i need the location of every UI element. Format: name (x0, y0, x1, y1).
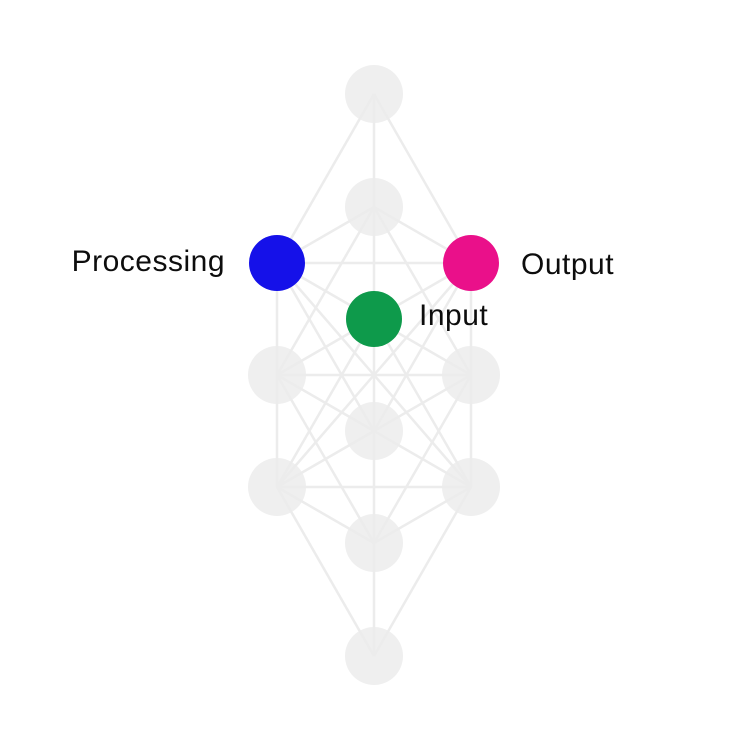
label-processing: Processing (71, 245, 225, 278)
label-input: Input (419, 299, 489, 332)
edge-top-output (372, 93, 473, 264)
edge-top-processing (275, 93, 376, 264)
edge-lower-left-lower-center (276, 485, 375, 545)
node-output (443, 235, 499, 291)
label-output: Output (521, 248, 615, 281)
edge-mid-left-center (276, 373, 375, 433)
node-input (346, 291, 402, 347)
edge-lower-right-lower-center (373, 485, 472, 545)
edge-lower-right-bottom (372, 486, 473, 657)
node-processing (249, 235, 305, 291)
edge-center-lower-right (373, 429, 472, 489)
edge-center-lower-left (276, 429, 375, 489)
edge-lower-left-bottom (275, 486, 376, 657)
edge-mid-right-center (373, 373, 472, 433)
